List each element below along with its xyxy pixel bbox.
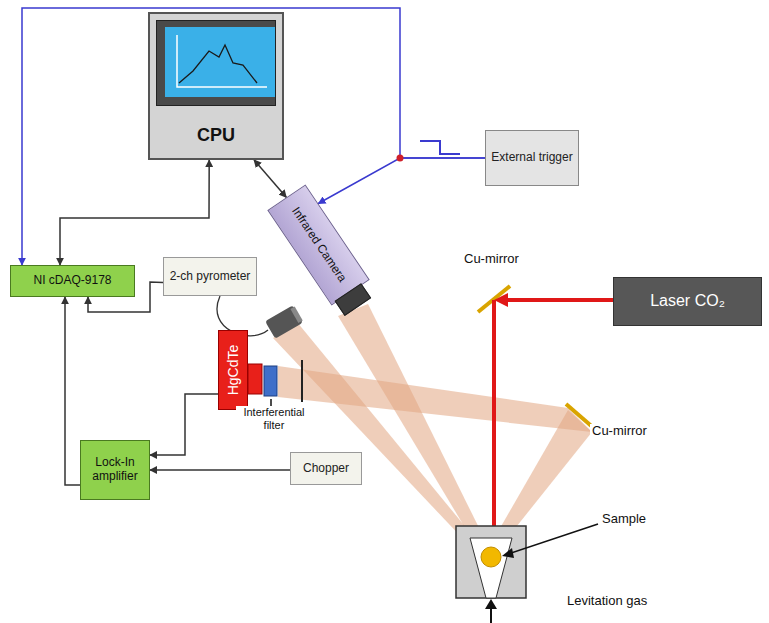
gas-label: Levitation gas [565, 594, 649, 609]
junction-dot [397, 155, 404, 162]
node-label: Infrared Camera [288, 205, 348, 285]
laser-arrowhead [494, 293, 508, 307]
detector-front [248, 364, 262, 394]
chopper-blade [301, 360, 303, 402]
laser-box: Laser CO₂ [613, 277, 762, 326]
trigger-box: External trigger [485, 130, 579, 186]
reflected-beam [278, 366, 592, 432]
leader-line [508, 524, 598, 554]
infrared-camera: Infrared Camera [267, 184, 369, 305]
node-label: NI cDAQ-9178 [33, 274, 111, 288]
vertical-label: HgCdTe [225, 345, 241, 396]
camera-lens [335, 283, 372, 316]
trigger-step [420, 141, 460, 154]
sample-label: Sample [600, 512, 648, 527]
pyrometer-box: 2-ch pyrometer [163, 257, 257, 296]
signal-line [150, 394, 218, 455]
trigger-line [318, 158, 485, 204]
lockin-box: Lock-In amplifier [80, 440, 150, 500]
pyrometer-head [265, 305, 304, 339]
node-label: CPU [197, 125, 235, 146]
laser-beam [503, 298, 613, 302]
mirror-label: Cu-mirror [462, 252, 521, 267]
signal-line [65, 297, 80, 485]
interferential-filter [264, 366, 277, 396]
levitation-nozzle [456, 526, 526, 598]
filter-label: Interferential filter [236, 406, 312, 431]
chopper-box: Chopper [290, 452, 362, 485]
cpu-monitor: CPU [148, 12, 284, 160]
node-label: External trigger [491, 151, 572, 165]
signal-line [150, 469, 290, 471]
node-label: Chopper [303, 462, 349, 476]
node-label: Laser CO₂ [650, 292, 725, 310]
sample-sphere [481, 547, 501, 567]
screen-chart [165, 27, 275, 97]
leader-arrowhead [502, 548, 514, 558]
camera-beam [338, 304, 493, 556]
gas-arrowhead [485, 599, 497, 609]
mirror-label: Cu-mirror [590, 424, 649, 439]
detector-box: HgCdTe [218, 330, 248, 410]
laser-beam [492, 300, 496, 553]
trigger-line [22, 8, 485, 265]
monitor-screen-frame [156, 20, 276, 106]
node-label: Lock-In amplifier [81, 456, 149, 484]
signal-line [60, 160, 209, 265]
signal-line [254, 160, 286, 197]
daq-box: NI cDAQ-9178 [10, 265, 135, 297]
nozzle-bore [470, 538, 512, 598]
node-label: 2-ch pyrometer [170, 270, 251, 284]
leader-line [270, 399, 272, 406]
